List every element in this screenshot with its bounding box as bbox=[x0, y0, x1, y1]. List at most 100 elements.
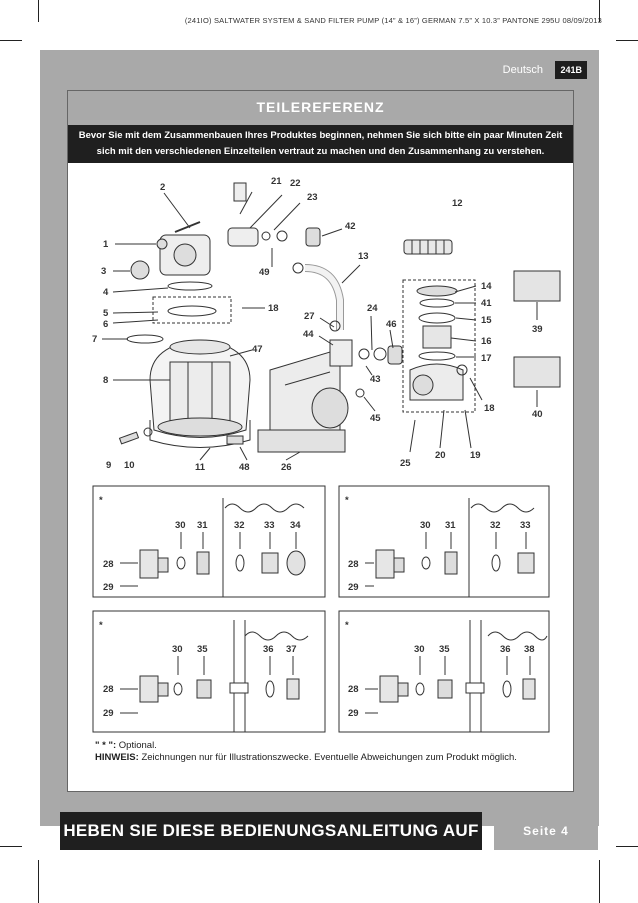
option-part-label: 38 bbox=[524, 644, 535, 655]
part-label: 42 bbox=[345, 221, 356, 232]
option-part-label: 32 bbox=[490, 520, 501, 531]
option-part-label: 28 bbox=[348, 684, 359, 695]
intro-text: Bevor Sie mit dem Zusammenbauen Ihres Pr… bbox=[68, 125, 573, 163]
part-label: 45 bbox=[370, 413, 381, 424]
intro-line-2: sich mit den verschiedenen Einzelteilen … bbox=[96, 146, 545, 157]
crop-mark bbox=[616, 846, 638, 847]
part-label: 18 bbox=[268, 303, 279, 314]
crop-mark bbox=[616, 40, 638, 41]
option-part-label: 28 bbox=[103, 684, 114, 695]
part-label: 7 bbox=[92, 334, 97, 345]
page-code-badge: 241B bbox=[555, 61, 587, 79]
crop-mark bbox=[599, 860, 600, 903]
option-part-label: 30 bbox=[172, 644, 183, 655]
part-label: 13 bbox=[358, 251, 369, 262]
page-title: TEILEREFERENZ bbox=[256, 99, 385, 115]
option-part-label: 31 bbox=[197, 520, 208, 531]
language-row: Deutsch 241B bbox=[40, 60, 599, 80]
illustration-note: HINWEIS: Zeichnungen nur für Illustratio… bbox=[95, 752, 565, 764]
option-part-label: 28 bbox=[348, 559, 359, 570]
part-label: 3 bbox=[101, 266, 106, 277]
part-label: 5 bbox=[103, 308, 109, 319]
intro-line-1: Bevor Sie mit dem Zusammenbauen Ihres Pr… bbox=[78, 130, 563, 141]
part-label: 41 bbox=[481, 298, 492, 309]
note-key: HINWEIS: bbox=[95, 752, 139, 763]
footer: HEBEN SIE DIESE BEDIENUNGSANLEITUNG AUF … bbox=[60, 812, 598, 850]
part-number-labels: 1 2 3 4 5 6 7 8 9 10 11 12 13 14 41 15 1… bbox=[92, 176, 543, 473]
option-part-label: 35 bbox=[197, 644, 208, 655]
part-label: 6 bbox=[103, 319, 108, 330]
crop-mark bbox=[0, 40, 22, 41]
option-part-label: 35 bbox=[439, 644, 450, 655]
part-label: 26 bbox=[281, 462, 292, 473]
part-label: 39 bbox=[532, 324, 543, 335]
part-label: 49 bbox=[259, 267, 270, 278]
optional-star: * bbox=[99, 620, 103, 631]
part-label: 19 bbox=[470, 450, 481, 461]
part-label: 11 bbox=[195, 462, 206, 473]
part-label: 10 bbox=[124, 460, 135, 471]
crop-mark bbox=[599, 0, 600, 22]
option-box-3: * 28 29 30 35 36 37 bbox=[92, 610, 326, 733]
option-part-label: 36 bbox=[263, 644, 274, 655]
part-label: 20 bbox=[435, 450, 446, 461]
option-part-label: 29 bbox=[348, 708, 359, 719]
optional-key: " * ": bbox=[95, 740, 117, 751]
crop-mark bbox=[38, 860, 39, 903]
option-box-1: * 28 29 30 31 32 33 34 bbox=[92, 485, 326, 598]
option-part-label: 33 bbox=[264, 520, 275, 531]
part-label: 25 bbox=[400, 458, 411, 469]
part-label: 4 bbox=[103, 287, 109, 298]
optional-star: * bbox=[345, 495, 349, 506]
option-part-label: 29 bbox=[103, 708, 114, 719]
option-part-label: 32 bbox=[234, 520, 245, 531]
part-label: 24 bbox=[367, 303, 378, 314]
part-label: 12 bbox=[452, 198, 463, 209]
option-box-2: * 28 29 30 31 32 33 bbox=[338, 485, 550, 598]
option-part-label: 31 bbox=[445, 520, 456, 531]
part-label: 22 bbox=[290, 178, 301, 189]
language-label: Deutsch bbox=[502, 64, 543, 76]
option-part-label: 30 bbox=[420, 520, 431, 531]
option-part-label: 28 bbox=[103, 559, 114, 570]
part-label: 9 bbox=[106, 460, 111, 471]
option-part-label: 30 bbox=[175, 520, 186, 531]
option-part-label: 30 bbox=[414, 644, 425, 655]
part-label: 46 bbox=[386, 319, 397, 330]
option-part-label: 37 bbox=[286, 644, 297, 655]
option-part-label: 29 bbox=[103, 582, 114, 593]
footer-slogan: HEBEN SIE DIESE BEDIENUNGSANLEITUNG AUF bbox=[60, 812, 482, 850]
option-box-4: * 28 29 30 35 36 38 bbox=[338, 610, 550, 733]
option-part-label: 36 bbox=[500, 644, 511, 655]
part-label: 48 bbox=[239, 462, 250, 473]
option-part-label: 34 bbox=[290, 520, 301, 531]
part-label: 47 bbox=[252, 344, 263, 355]
part-label: 40 bbox=[532, 409, 543, 420]
part-label: 16 bbox=[481, 336, 492, 347]
option-part-label: 33 bbox=[520, 520, 531, 531]
optional-text: Optional. bbox=[116, 740, 157, 751]
crop-mark bbox=[38, 0, 39, 22]
page-number: Seite 4 bbox=[494, 812, 598, 850]
part-label: 21 bbox=[271, 176, 282, 187]
footnote: " * ": Optional. HINWEIS: Zeichnungen nu… bbox=[95, 740, 565, 764]
part-label: 43 bbox=[370, 374, 381, 385]
optional-note: " * ": Optional. bbox=[95, 740, 565, 752]
option-part-label: 29 bbox=[348, 582, 359, 593]
optional-star: * bbox=[345, 620, 349, 631]
note-text: Zeichnungen nur für Illustrationszwecke.… bbox=[138, 752, 517, 763]
part-label: 18 bbox=[484, 403, 495, 414]
crop-mark bbox=[0, 846, 22, 847]
part-label: 44 bbox=[303, 329, 314, 340]
part-label: 1 bbox=[103, 239, 109, 250]
part-label: 2 bbox=[160, 182, 165, 193]
part-label: 23 bbox=[307, 192, 318, 203]
part-label: 8 bbox=[103, 375, 108, 386]
part-label: 17 bbox=[481, 353, 492, 364]
print-header: (241IO) SALTWATER SYSTEM & SAND FILTER P… bbox=[184, 16, 602, 25]
part-label: 15 bbox=[481, 315, 492, 326]
panel-title-bar: TEILEREFERENZ bbox=[68, 91, 573, 125]
part-label: 27 bbox=[304, 311, 315, 322]
optional-star: * bbox=[99, 495, 103, 506]
part-label: 14 bbox=[481, 281, 492, 292]
